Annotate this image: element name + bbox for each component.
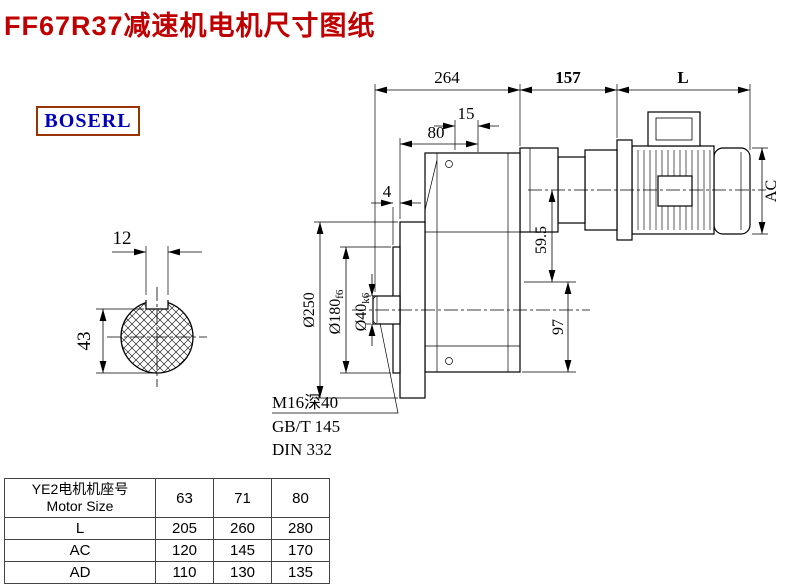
dim-L: L	[677, 68, 688, 87]
gear-housing	[424, 152, 521, 373]
dimensions: 264 157 L 15 80 4 Ø250 Ø180f6	[301, 68, 780, 399]
table-row-AD: AD 110 130 135	[4, 561, 330, 584]
table-row-L: L 205 260 280	[4, 517, 330, 540]
section-extension-lines	[96, 246, 169, 374]
table-cell: 110	[155, 561, 214, 584]
note-gb-standard: GB/T 145	[272, 417, 340, 436]
dim-shaft-diameter: Ø40k6	[353, 292, 372, 331]
shaft-dia-tolerance: k6	[360, 292, 372, 304]
dim-4: 4	[383, 182, 392, 201]
size-71-cell: 71	[213, 478, 272, 518]
dim-key-width: 12	[113, 228, 132, 249]
table-header-row: YE2电机机座号 Motor Size 63 71 80	[4, 478, 330, 518]
top-extension-lines	[374, 84, 751, 292]
axis-centerlines	[352, 189, 766, 311]
table-cell: 170	[271, 539, 330, 562]
keyway-outline	[145, 300, 169, 310]
housing-bolt-bottom	[445, 357, 453, 365]
dim-80: 80	[428, 123, 445, 142]
shaft-dia-value: Ø40	[353, 304, 370, 332]
page-title: FF67R37减速机电机尺寸图纸	[4, 11, 376, 41]
dim-97: 97	[550, 319, 567, 335]
shaft-section-view: 12 43	[74, 228, 207, 387]
fan-cowl	[713, 147, 751, 235]
table-cell: 130	[213, 561, 272, 584]
header-line2: Motor Size	[46, 498, 114, 514]
note-din-standard: DIN 332	[272, 440, 332, 459]
dim-spigot-diameter: Ø180f6	[327, 289, 346, 334]
spigot-dia-value: Ø180	[327, 299, 344, 335]
dim-59-5: 59.5	[533, 226, 550, 254]
dim-264: 264	[434, 68, 460, 87]
dim-15-extension-lines	[454, 120, 479, 152]
spigot-dia-tolerance: f6	[334, 289, 346, 299]
dim-15: 15	[458, 104, 475, 123]
dim-AC: AC	[763, 180, 780, 202]
section-centerlines	[107, 287, 207, 387]
terminal-box-lid	[655, 117, 693, 141]
table-cell: 260	[213, 517, 272, 540]
gearmotor-side-view	[352, 111, 766, 399]
motor-size-table: YE2电机机座号 Motor Size 63 71 80 L 205 260 2…	[4, 478, 330, 584]
table-row-AC: AC 120 145 170	[4, 539, 330, 562]
dim-flange-diameter: Ø250	[301, 292, 318, 328]
table-cell: 205	[155, 517, 214, 540]
note-tap: M16深40	[272, 393, 338, 412]
diameter-extension-lines	[314, 221, 398, 399]
motor-nameplate	[657, 175, 693, 207]
row-label-L: L	[4, 517, 156, 540]
keyway-cutout	[146, 297, 168, 309]
table-cell: 280	[271, 517, 330, 540]
dim-key-height: 43	[74, 332, 95, 351]
logo-text: BOSERL	[44, 109, 132, 132]
row-label-AD: AD	[4, 561, 156, 584]
table-cell: 120	[155, 539, 214, 562]
size-63-cell: 63	[155, 478, 214, 518]
motor-size-header-cell: YE2电机机座号 Motor Size	[4, 478, 156, 518]
table-cell: 145	[213, 539, 272, 562]
table-cell: 135	[271, 561, 330, 584]
header-line1: YE2电机机座号	[31, 481, 129, 497]
size-80-cell: 80	[271, 478, 330, 518]
notes: M16深40 GB/T 145 DIN 332	[272, 322, 399, 459]
tap-leader-line	[272, 322, 399, 414]
dim-157: 157	[555, 68, 581, 87]
gear-housing-detail-lines	[424, 153, 520, 372]
housing-bolt-top	[445, 160, 453, 168]
row-label-AC: AC	[4, 539, 156, 562]
boserl-logo: BOSERL	[36, 106, 140, 136]
